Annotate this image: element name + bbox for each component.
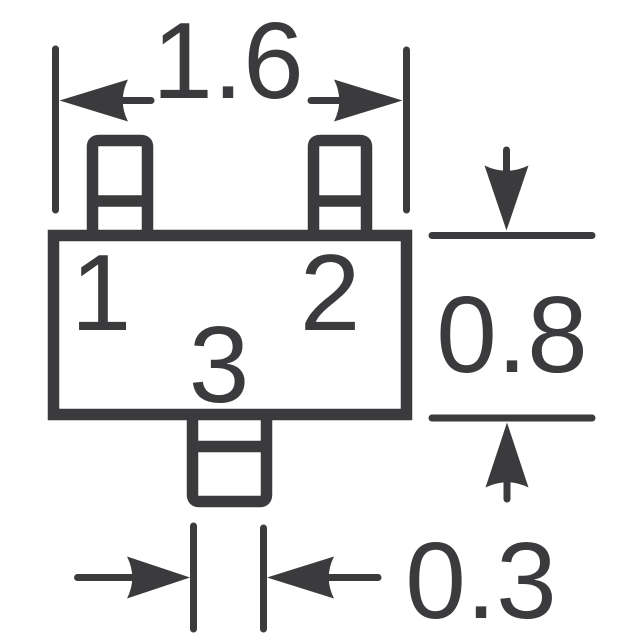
body-width-value: 1.6 — [152, 0, 304, 122]
dimension-lead-width: 0.3 — [74, 520, 557, 640]
pin-1-lead-outline — [86, 134, 154, 236]
package-body-outline — [47, 229, 413, 421]
body-height-arrow-up-head — [485, 422, 529, 488]
body-height-value: 0.8 — [436, 274, 588, 396]
pin-1-label: 1 — [71, 232, 132, 354]
body-width-arrow-right-head — [334, 79, 403, 122]
dimension-body-height: 0.8 — [428, 146, 596, 503]
pin-3-lead-outline — [186, 414, 273, 508]
pin-3-lead — [186, 414, 273, 508]
dimension-body-width: 1.6 — [52, 0, 410, 214]
body-height-arrow-down-head — [484, 165, 529, 231]
pin-1-lead — [86, 134, 154, 236]
body-width-arrow-left-head — [59, 79, 128, 122]
lead-width-value: 0.3 — [405, 520, 557, 640]
pin-2-lead-outline — [307, 134, 373, 236]
lead-width-arrow-right-head — [267, 556, 334, 599]
lead-width-arrow-left-head — [127, 556, 190, 599]
pin-2-label: 2 — [300, 232, 361, 354]
pin-3-label: 3 — [189, 304, 250, 426]
pin-2-lead — [307, 134, 373, 236]
